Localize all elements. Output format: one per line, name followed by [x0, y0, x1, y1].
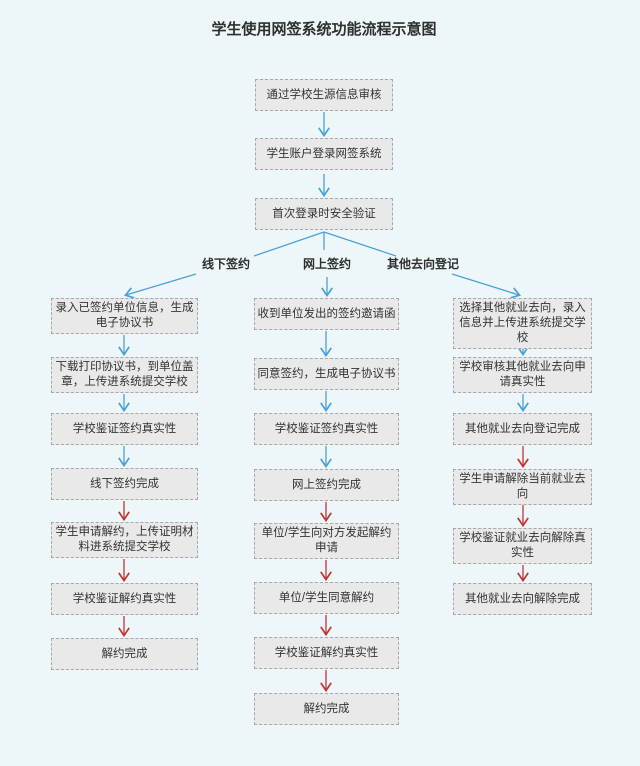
flow-node-offline-4: 学生申请解约，上传证明材料进系统提交学校 [51, 522, 198, 558]
flow-edge [253, 231, 325, 257]
flow-edge [323, 231, 397, 257]
flow-node-online-2: 学校鉴证签约真实性 [254, 413, 399, 445]
flow-node-other-3: 学生申请解除当前就业去向 [453, 469, 592, 505]
flow-node-other-1: 学校审核其他就业去向申请真实性 [453, 357, 592, 393]
flow-node-offline-3: 线下签约完成 [51, 468, 198, 500]
flow-node-online-6: 学校鉴证解约真实性 [254, 637, 399, 669]
flow-node-offline-5: 学校鉴证解约真实性 [51, 583, 198, 615]
branch-label-online-sign: 网上签约 [302, 257, 352, 271]
flow-edge [123, 273, 197, 299]
flow-node-online-7: 解约完成 [254, 693, 399, 725]
flow-node-entry-1: 学生账户登录网签系统 [255, 138, 393, 170]
branch-label-offline-sign: 线下签约 [201, 257, 251, 271]
flow-node-other-4: 学校鉴证就业去向解除真实性 [453, 528, 592, 564]
flow-node-offline-6: 解约完成 [51, 638, 198, 670]
flow-node-online-3: 网上签约完成 [254, 469, 399, 501]
flow-node-offline-2: 学校鉴证签约真实性 [51, 413, 198, 445]
flow-node-other-5: 其他就业去向解除完成 [453, 583, 592, 615]
page-title: 学生使用网签系统功能流程示意图 [211, 21, 437, 38]
flow-node-entry-2: 首次登录时安全验证 [255, 198, 393, 230]
red-connectors [118, 446, 529, 693]
blue-connectors [118, 112, 529, 469]
flow-node-offline-0: 录入已签约单位信息，生成电子协议书 [51, 298, 198, 334]
flow-node-offline-1: 下载打印协议书，到单位盖章，上传进系统提交学校 [51, 357, 198, 393]
flow-node-entry-0: 通过学校生源信息审核 [255, 79, 393, 111]
flow-node-online-1: 同意签约，生成电子协议书 [254, 358, 399, 390]
flow-node-other-0: 选择其他就业去向，录入信息并上传进系统提交学校 [453, 298, 592, 349]
flow-edge [451, 273, 522, 299]
flow-node-online-4: 单位/学生向对方发起解约申请 [254, 523, 399, 559]
flow-node-online-0: 收到单位发出的签约邀请函 [254, 298, 399, 330]
branch-label-other-destination: 其他去向登记 [386, 257, 460, 271]
flow-node-online-5: 单位/学生同意解约 [254, 582, 399, 614]
flow-node-other-2: 其他就业去向登记完成 [453, 413, 592, 445]
